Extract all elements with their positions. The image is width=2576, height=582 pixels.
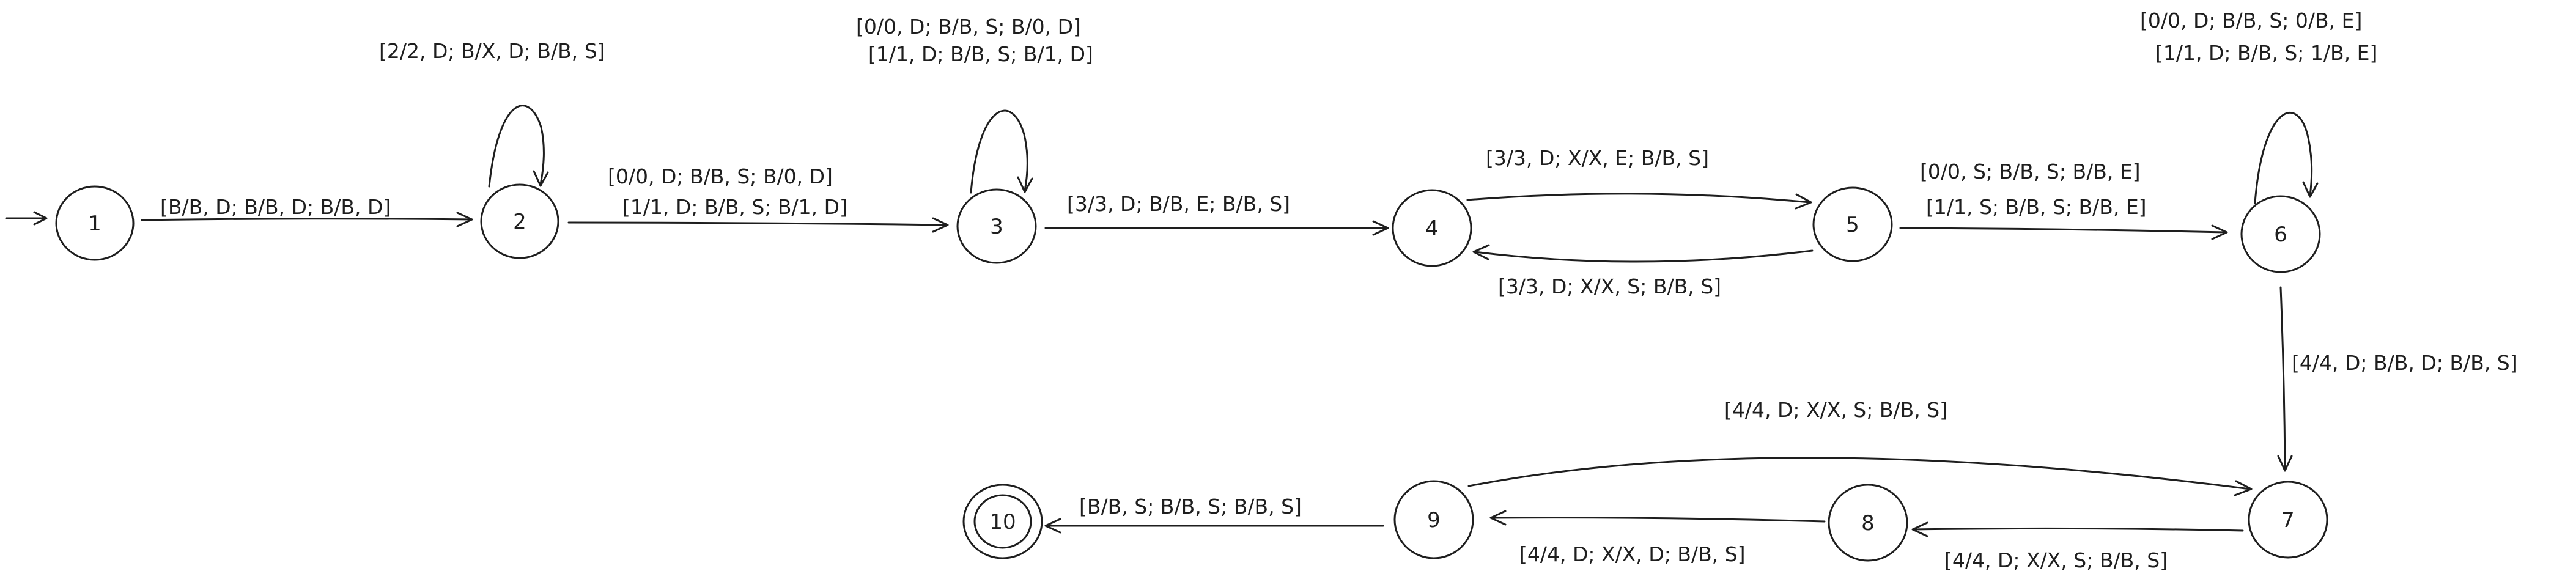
edge-label: [4/4, D; B/B, D; B/B, S]: [2292, 351, 2518, 375]
start-arrow: [5, 211, 48, 226]
state-9: 9: [1393, 480, 1474, 559]
edge-label: [1/1, S; B/B, S; B/B, E]: [1926, 195, 2147, 219]
edge-label: [4/4, D; X/X, D; B/B, S]: [1519, 542, 1746, 566]
edge-label: [0/0, S; B/B, S; B/B, E]: [1920, 160, 2141, 183]
state-2: 2: [480, 183, 559, 259]
state-5: 5: [1812, 186, 1893, 262]
edge-label: [1/1, D; B/B, S; B/1, D]: [622, 195, 847, 219]
state-label: 8: [1861, 511, 1875, 536]
edge-label: [0/0, D; B/B, S; B/0, D]: [856, 15, 1081, 39]
edge-label: [B/B, S; B/B, S; B/B, S]: [1079, 495, 1302, 518]
edge-label: [1/1, D; B/B, S; B/1, D]: [868, 42, 1093, 66]
edge-5-to-4: [3/3, D; X/X, S; B/B, S]: [1472, 244, 1814, 298]
edge-7-to-8: [4/4, D; X/X, S; B/B, S]: [1911, 521, 2244, 572]
state-label: 5: [1846, 213, 1859, 237]
edge-3-loop: [0/0, D; B/B, S; B/0, D] [1/1, D; B/B, S…: [856, 15, 1093, 194]
edge-4-to-5: [3/3, D; X/X, E; B/B, S]: [1466, 146, 1812, 210]
edge-label: [1/1, D; B/B, S; 1/B, E]: [2155, 41, 2377, 65]
edge-9-to-10: [B/B, S; B/B, S; B/B, S]: [1044, 495, 1384, 534]
edge-5-to-6: [0/0, S; B/B, S; B/B, E] [1/1, S; B/B, S…: [1899, 160, 2228, 240]
edge-label: [3/3, D; B/B, E; B/B, S]: [1067, 192, 1290, 216]
state-7: 7: [2248, 481, 2328, 559]
state-1: 1: [55, 185, 135, 261]
edge-1-to-2: [B/B, D; B/B, D; B/B, D]: [141, 195, 473, 227]
state-3: 3: [956, 188, 1037, 264]
edge-label: [4/4, D; X/X, S; B/B, S]: [1724, 398, 1947, 422]
edge-8-to-9: [4/4, D; X/X, D; B/B, S]: [1489, 510, 1826, 566]
state-label: 10: [989, 510, 1016, 534]
state-label: 9: [1427, 508, 1441, 532]
accepting-ring: [973, 494, 1032, 549]
edge-6-loop: [0/0, D; B/B, S; 0/B, E] [1/1, D; B/B, S…: [2140, 9, 2377, 204]
edge-2-loop: [2/2, D; B/X, D; B/B, S]: [379, 39, 605, 188]
state-6: 6: [2240, 195, 2321, 273]
edge-label: [4/4, D; X/X, S; B/B, S]: [1944, 548, 2168, 572]
state-8: 8: [1828, 484, 1908, 562]
state-10: 10: [962, 484, 1043, 559]
edge-label: [0/0, D; B/B, S; 0/B, E]: [2140, 9, 2362, 32]
edge-label: [B/B, D; B/B, D; B/B, D]: [160, 195, 391, 219]
edge-3-to-4: [3/3, D; B/B, E; B/B, S]: [1044, 192, 1389, 236]
edge-label: [2/2, D; B/X, D; B/B, S]: [379, 39, 605, 63]
state-label: 3: [990, 215, 1003, 239]
edge-2-to-3: [0/0, D; B/B, S; B/0, D] [1/1, D; B/B, S…: [567, 164, 949, 233]
edge-label: [0/0, D; B/B, S; B/0, D]: [608, 164, 833, 188]
edge-6-to-7: [4/4, D; B/B, D; B/B, S]: [2277, 286, 2518, 472]
edge-label: [3/3, D; X/X, E; B/B, S]: [1486, 146, 1709, 170]
state-label: 4: [1425, 216, 1439, 241]
edge-9-to-7: [4/4, D; X/X, S; B/B, S]: [1467, 398, 2253, 496]
state-label: 7: [2281, 508, 2295, 532]
state-label: 2: [513, 210, 526, 234]
state-4: 4: [1392, 189, 1472, 267]
state-label: 1: [88, 212, 101, 236]
edge-label: [3/3, D; X/X, S; B/B, S]: [1498, 274, 1721, 298]
state-label: 6: [2274, 223, 2287, 247]
